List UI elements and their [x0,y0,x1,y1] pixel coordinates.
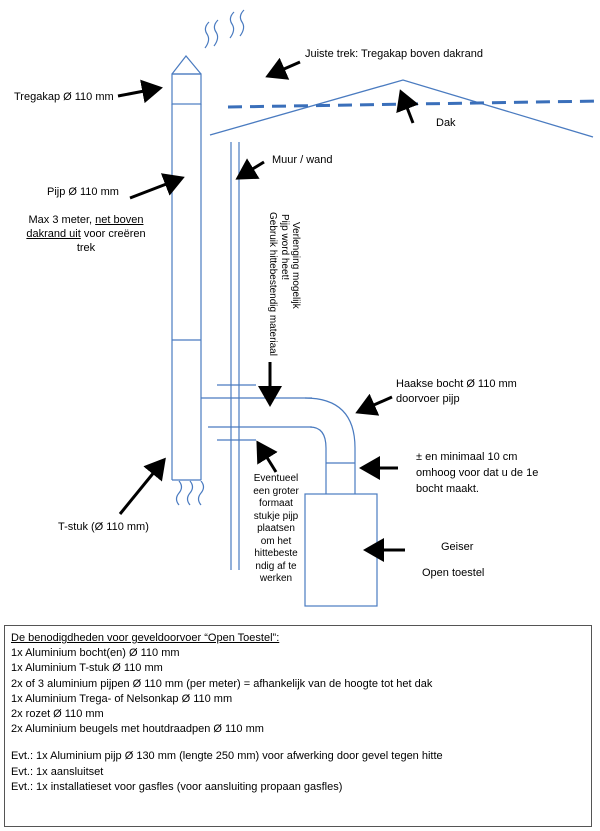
roofline-dashed [227,99,600,109]
arrow-tregakap [117,79,163,104]
label-tstuk: T-stuk (Ø 110 mm) [58,521,149,533]
label-tregakap: Tregakap Ø 110 mm [14,91,114,103]
wall [230,142,240,570]
parts-heading: De benodigdheden voor geveldoorvoer “Ope… [11,632,280,644]
parts-extra: Evt.: 1x installatieset voor gasfles (vo… [11,780,343,793]
label-juiste-trek: Juiste trek: Tregakap boven dakrand [305,48,483,60]
parts-item: 1x Aluminium bocht(en) Ø 110 mm [11,647,180,660]
arrow-tstuk [118,457,166,515]
chimney-pipe [171,55,202,481]
label-open-toestel: Open toestel [422,567,485,579]
parts-item: 1x Aluminium T-stuk Ø 110 mm [11,662,163,675]
arrow-juiste-trek [265,57,301,80]
arrow-pijp [129,173,185,200]
parts-extra: Evt.: 1x Aluminium pijp Ø 130 mm (lengte… [11,750,443,763]
parts-item: 2x Aluminium beugels met houtdraadpen Ø … [11,723,264,736]
through-pipe-elbow [201,384,356,494]
max-text-pre: Max 3 meter, [28,214,96,226]
parts-item: 2x rozet Ø 110 mm [11,708,104,721]
vertical-text-2: Pijp word heet! [279,214,290,280]
vertical-text-1: Verlenging mogelijk [290,222,301,310]
parts-spacer [11,737,585,749]
vertical-text-3: Gebruik hittebestendig materiaal [267,212,278,356]
parts-extra: Evt.: 1x aansluitset [11,765,104,778]
smoke-squiggles-top [204,9,245,49]
arrows [117,57,419,562]
arrow-haakse-bocht [355,393,393,416]
label-max-3-meter: Max 3 meter, net boven dakrand uit voor … [16,213,156,255]
parts-item: 1x Aluminium Trega- of Nelsonkap Ø 110 m… [11,692,233,705]
label-geiser: Geiser [441,541,474,553]
label-pijp: Pijp Ø 110 mm [47,186,119,198]
label-minimaal-1: ± en minimaal 10 cm [416,451,518,463]
label-eventueel: Eventueel een groter formaat stukje pijp… [253,473,299,584]
label-minimaal-3: bocht maakt. [416,483,479,495]
parts-list-box: De benodigdheden voor geveldoorvoer “Ope… [4,625,592,827]
roof-outline [209,79,594,138]
arrow-dak [396,89,419,124]
max-text-post: voor creëren trek [76,228,146,254]
arrow-eventueel [256,440,278,473]
label-haakse-bocht-1: Haakse bocht Ø 110 mm [396,378,517,390]
label-minimaal-2: omhoog voor dat u de 1e [416,467,539,479]
max-text-underlined: net boven dakrand uit [26,214,144,240]
arrow-muur [235,158,265,180]
label-dak: Dak [436,117,456,129]
label-muur: Muur / wand [272,154,333,166]
parts-item: 2x of 3 aluminium pijpen Ø 110 mm (per m… [11,677,433,690]
smoke-squiggles-bottom [175,480,205,506]
label-haakse-bocht-2: doorvoer pijp [396,393,460,405]
